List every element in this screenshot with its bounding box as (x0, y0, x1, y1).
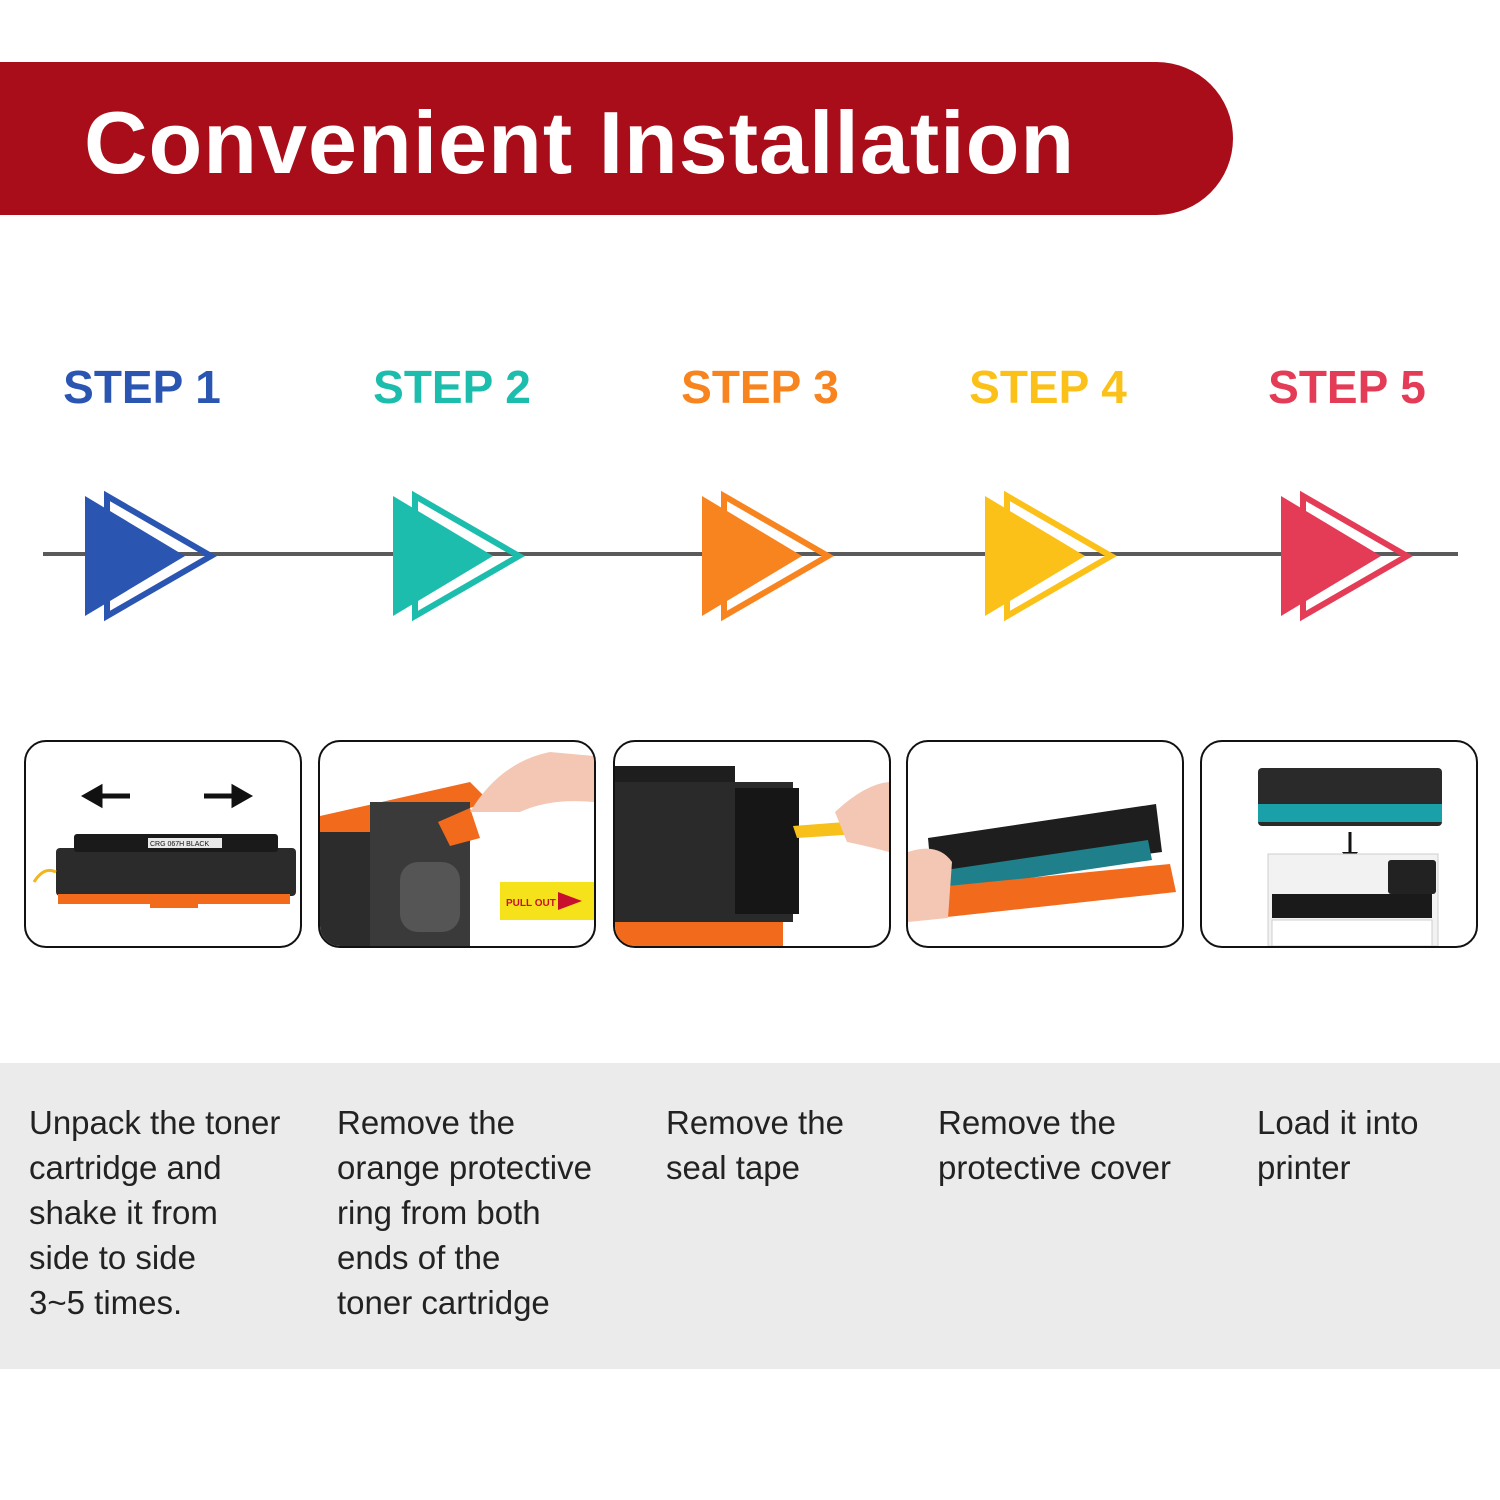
step-4-image (906, 740, 1184, 948)
step-1-description: Unpack the toner cartridge and shake it … (29, 1104, 281, 1321)
step-2-label: STEP 2 (373, 361, 531, 413)
step-4-arrow-icon (985, 490, 1118, 622)
step-1-arrow-icon (85, 490, 218, 622)
seal-tape-icon (615, 766, 889, 946)
step-5-image (1200, 740, 1478, 948)
page-title: Convenient Installation (84, 93, 1076, 192)
step-3-description: Remove the seal tape (666, 1104, 844, 1186)
step-3-label: STEP 3 (681, 361, 839, 413)
pull-out-label: PULL OUT (506, 898, 556, 909)
step-5-description: Load it into printer (1257, 1104, 1419, 1186)
step-3-arrow-icon (702, 490, 835, 622)
remove-ring-icon: PULL OUT (320, 752, 594, 946)
step-timeline (43, 490, 1458, 622)
cartridge-label: CRG 067H BLACK (150, 841, 209, 848)
protective-cover-icon (908, 804, 1176, 922)
step-2-image: PULL OUT (318, 740, 596, 948)
step-4-description: Remove the protective cover (938, 1104, 1171, 1186)
step-2-arrow-icon (393, 490, 526, 622)
step-4-label: STEP 4 (969, 361, 1127, 413)
step-5-arrow-icon (1281, 490, 1414, 622)
description-band (0, 1063, 1500, 1369)
title-banner (0, 62, 1233, 215)
step-3-image (613, 740, 891, 948)
shake-cartridge-icon: CRG 067H BLACK (32, 783, 296, 908)
step-2-description: Remove the orange protective ring from b… (337, 1104, 592, 1321)
step-1-image: CRG 067H BLACK (24, 740, 302, 948)
step-5-label: STEP 5 (1268, 361, 1426, 413)
step-1-label: STEP 1 (63, 361, 221, 413)
load-printer-icon (1258, 768, 1442, 946)
